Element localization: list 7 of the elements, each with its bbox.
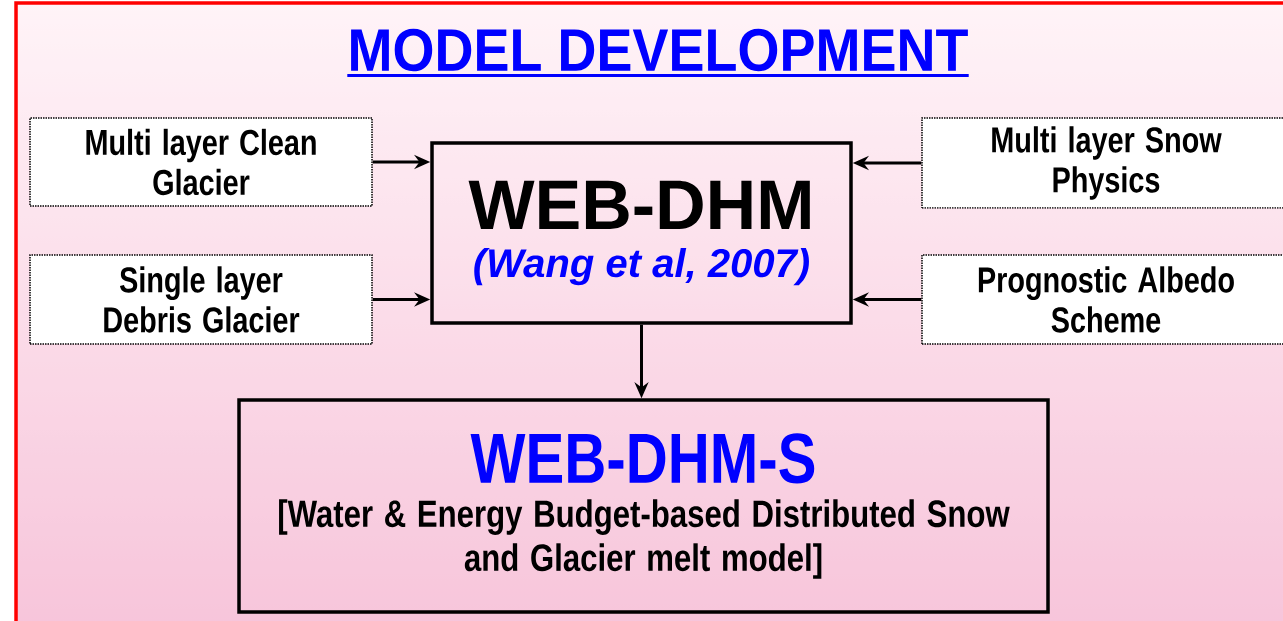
result-box: WEB-DHM-S [Water & Energy Budget-based Distributed Snow and Glacier melt model] <box>237 398 1050 614</box>
input-box: Multi layer Clean Glacier <box>29 117 373 207</box>
input-box: Multi layer Snow Physics <box>921 117 1283 209</box>
input-box: Single layer Debris Glacier <box>29 254 373 345</box>
title: MODEL DEVELOPMENT <box>351 28 968 72</box>
model-box: WEB-DHM (Wang et al, 2007) <box>430 141 853 325</box>
input-box: Prognostic Albedo Scheme <box>921 254 1283 345</box>
